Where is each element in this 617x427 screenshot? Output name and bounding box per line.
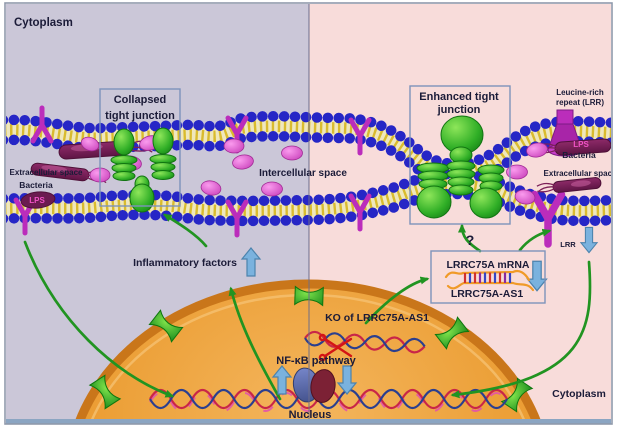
bacteria-left-label: Bacteria: [19, 180, 53, 190]
figure-border: [4, 2, 613, 425]
mrna-as1-box: [430, 250, 546, 304]
collapsed-tight-junction: [110, 127, 177, 213]
question-mark-label: ?: [466, 232, 475, 248]
enhanced-junction-label-line1: Enhanced tight: [419, 91, 499, 103]
nfkb-pathway-label: NF-κB pathway: [276, 355, 356, 367]
cytoplasm-left-label: Cytoplasm: [14, 17, 73, 29]
enhanced-tight-junction: [416, 115, 505, 219]
bacteria-right-label: Bacteria: [562, 150, 596, 160]
leucine-rich-label-line1: Leucine-rich: [556, 88, 604, 97]
arrow-mrna-to-lrr: [518, 228, 552, 252]
lrrc75a-mrna-label: LRRC75A mRNA: [446, 259, 529, 271]
ko-label: KO of LRRC75A-AS1: [325, 312, 429, 324]
collapsed-junction-box: [99, 88, 181, 207]
cytoplasm-right-label: Cytoplasm: [552, 388, 606, 400]
bacterium: [30, 162, 107, 184]
scissors-icon: [318, 333, 353, 362]
lps-left-label: LPS: [29, 196, 45, 205]
extracellular-right-label: Extracellular space: [544, 169, 617, 178]
lrr-short-label: LRR: [560, 240, 576, 249]
arrow-lps-to-nucleus: [23, 240, 175, 398]
nuclear-envelope: [75, 279, 541, 420]
enhanced-junction-label-line2: junction: [437, 104, 481, 116]
collapsed-junction-label-line2: tight junction: [105, 110, 175, 122]
rna-duplex-icon: [444, 269, 535, 292]
inflammatory-factors-label: Inflammatory factors: [133, 257, 237, 269]
lps-molecules: [80, 135, 548, 205]
nucleus: [75, 279, 541, 420]
leucine-rich-label-line2: repeat (LRR): [556, 98, 604, 107]
lps-cluster: [20, 191, 56, 209]
bottom-rule: [6, 419, 611, 424]
lrrc75a-as1-label: LRRC75A-AS1: [451, 288, 524, 300]
arrow-lrr-to-nucleus: [450, 260, 592, 399]
bacterium: [536, 177, 602, 193]
nfkb-protein: [292, 367, 336, 403]
collapsed-junction-label-line1: Collapsed: [114, 94, 167, 106]
intercellular-space-label: Intercellular space: [259, 168, 347, 179]
extracellular-left-label: Extracellular space: [10, 168, 83, 177]
lps-right-label: LPS: [573, 140, 589, 149]
arrow-inflammatory-to-junction: [162, 213, 208, 248]
nucleus-label: Nucleus: [289, 409, 332, 421]
enhanced-junction-box: [409, 85, 511, 225]
arrow-mrna-to-junction: [458, 223, 482, 253]
arrow-nucleus-to-inflammatory: [228, 286, 282, 401]
arrow-ko-to-mrna-box: [364, 276, 430, 325]
